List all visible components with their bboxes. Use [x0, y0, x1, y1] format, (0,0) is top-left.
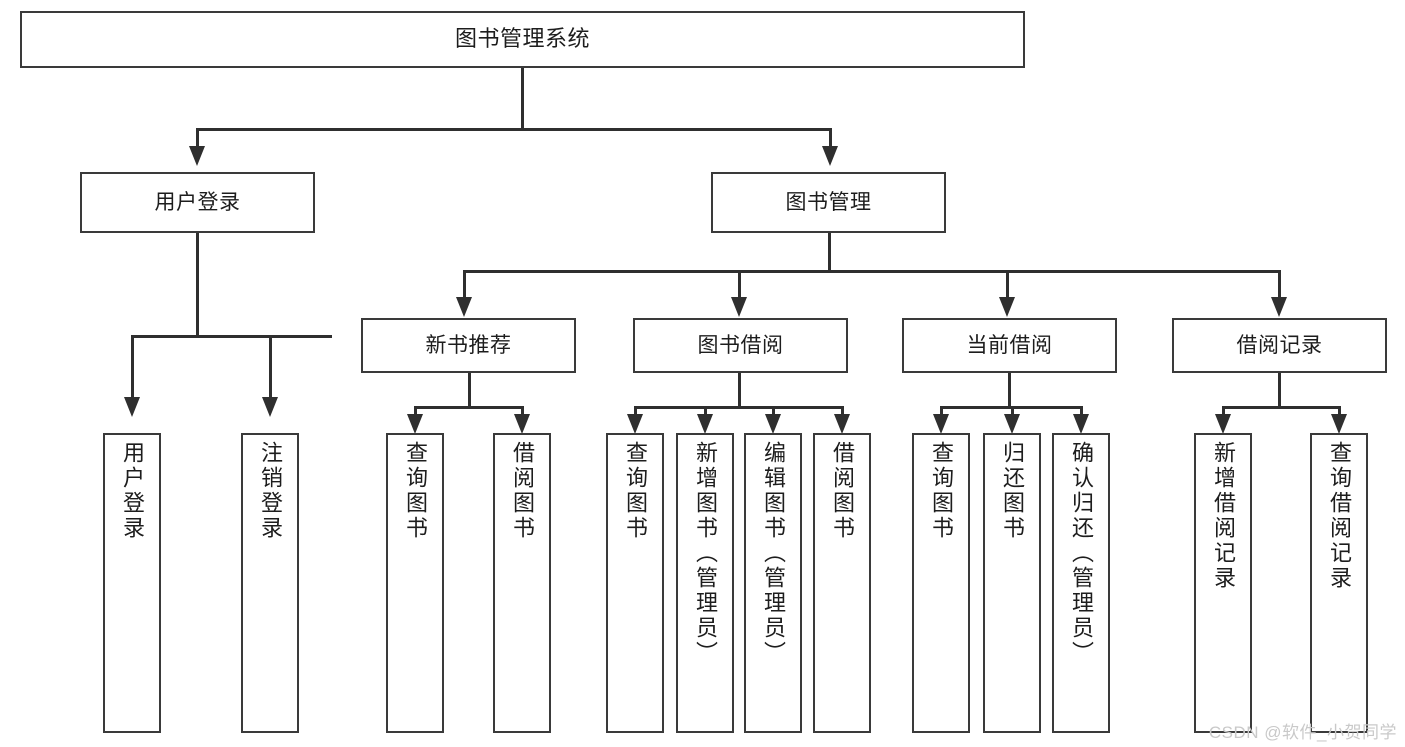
arrow-current-borrow-leaf-3 — [1073, 414, 1089, 434]
connector-current-borrow-bar — [940, 406, 1080, 409]
node-label: 查询图书 — [929, 441, 954, 541]
connector-book-manage-drop-4 — [1278, 270, 1281, 298]
node-user-login[interactable]: 用户登录 — [80, 172, 315, 233]
node-root-book-management-system[interactable]: 图书管理系统 — [20, 11, 1025, 68]
connector-book-manage-bar — [463, 270, 1281, 273]
node-label: 新增借阅记录 — [1211, 441, 1236, 591]
node-label: 注销登录 — [258, 441, 283, 541]
connector-book-borrow-drop-3 — [772, 406, 775, 416]
node-label: 查询借阅记录 — [1327, 441, 1352, 591]
node-label: 图书借阅 — [697, 333, 784, 357]
leaf-confirm-return-admin[interactable]: 确认归还（管理员） — [1052, 433, 1110, 733]
connector-book-manage-stem — [828, 233, 831, 273]
watermark: CSDN @软件_小贺同学 — [1208, 723, 1397, 742]
arrow-book-manage-current-borrow — [999, 297, 1015, 317]
connector-new-book-rec-drop-1 — [414, 406, 417, 416]
leaf-user-login[interactable]: 用户登录 — [103, 433, 161, 733]
connector-user-login-stem — [196, 233, 199, 337]
arrow-user-login-leaf-2 — [262, 397, 278, 417]
node-label: 查询图书 — [623, 441, 648, 541]
arrow-book-borrow-leaf-1 — [627, 414, 643, 434]
connector-user-login-bar — [131, 335, 332, 338]
connector-current-borrow-drop-1 — [940, 406, 943, 416]
connector-user-login-drop-1 — [131, 335, 134, 397]
node-label: 借阅图书 — [510, 441, 535, 541]
connector-book-manage-drop-2 — [738, 270, 741, 298]
connector-book-manage-drop-1 — [463, 270, 466, 298]
arrow-book-borrow-leaf-3 — [765, 414, 781, 434]
leaf-query-book-2[interactable]: 查询图书 — [606, 433, 664, 733]
connector-borrow-record-drop-2 — [1338, 406, 1341, 416]
node-label: 图书管理 — [785, 190, 872, 214]
node-label: 图书管理系统 — [454, 26, 590, 52]
node-label: 编辑图书（管理员） — [761, 441, 786, 666]
node-label: 借阅图书 — [830, 441, 855, 541]
arrow-borrow-record-leaf-2 — [1331, 414, 1347, 434]
arrow-new-book-rec-leaf-2 — [514, 414, 530, 434]
leaf-edit-book-admin[interactable]: 编辑图书（管理员） — [744, 433, 802, 733]
connector-new-book-rec-drop-2 — [521, 406, 524, 416]
connector-root-stem — [521, 68, 524, 130]
connector-root-to-book-manage-drop — [829, 128, 832, 146]
node-book-management[interactable]: 图书管理 — [711, 172, 946, 233]
connector-current-borrow-drop-2 — [1011, 406, 1014, 416]
connector-borrow-record-bar — [1222, 406, 1341, 409]
node-label: 当前借阅 — [966, 333, 1053, 357]
arrow-book-manage-borrow-record — [1271, 297, 1287, 317]
node-book-borrowing[interactable]: 图书借阅 — [633, 318, 848, 373]
arrow-borrow-record-leaf-1 — [1215, 414, 1231, 434]
connector-root-to-user-login-drop — [196, 128, 199, 146]
connector-new-book-rec-stem — [468, 373, 471, 408]
node-label: 新增图书（管理员） — [693, 441, 718, 666]
connector-book-borrow-stem — [738, 373, 741, 408]
connector-book-borrow-drop-4 — [841, 406, 844, 416]
arrow-user-login-leaf-1 — [124, 397, 140, 417]
arrow-current-borrow-leaf-1 — [933, 414, 949, 434]
connector-new-book-rec-bar — [414, 406, 524, 409]
leaf-logout[interactable]: 注销登录 — [241, 433, 299, 733]
leaf-query-borrow-record[interactable]: 查询借阅记录 — [1310, 433, 1368, 733]
node-label: 查询图书 — [403, 441, 428, 541]
node-borrowing-record[interactable]: 借阅记录 — [1172, 318, 1387, 373]
leaf-add-book-admin[interactable]: 新增图书（管理员） — [676, 433, 734, 733]
node-current-borrowing[interactable]: 当前借阅 — [902, 318, 1117, 373]
connector-current-borrow-stem — [1008, 373, 1011, 408]
leaf-borrow-book-1[interactable]: 借阅图书 — [493, 433, 551, 733]
arrow-root-to-book-manage — [822, 146, 838, 166]
node-label: 用户登录 — [120, 441, 145, 541]
node-label: 归还图书 — [1000, 441, 1025, 541]
node-new-book-recommendation[interactable]: 新书推荐 — [361, 318, 576, 373]
node-label: 借阅记录 — [1236, 333, 1323, 357]
leaf-add-borrow-record[interactable]: 新增借阅记录 — [1194, 433, 1252, 733]
arrow-book-manage-book-borrow — [731, 297, 747, 317]
connector-user-login-drop-2 — [269, 335, 272, 397]
node-label: 确认归还（管理员） — [1069, 441, 1094, 666]
connector-book-manage-drop-3 — [1006, 270, 1009, 298]
node-label: 用户登录 — [154, 190, 241, 214]
connector-book-borrow-bar — [634, 406, 844, 409]
arrow-current-borrow-leaf-2 — [1004, 414, 1020, 434]
connector-borrow-record-stem — [1278, 373, 1281, 408]
arrow-book-borrow-leaf-4 — [834, 414, 850, 434]
connector-root-bar — [196, 128, 832, 131]
connector-current-borrow-drop-3 — [1080, 406, 1083, 416]
arrow-book-borrow-leaf-2 — [697, 414, 713, 434]
leaf-return-book[interactable]: 归还图书 — [983, 433, 1041, 733]
leaf-query-book-1[interactable]: 查询图书 — [386, 433, 444, 733]
arrow-new-book-rec-leaf-1 — [407, 414, 423, 434]
node-label: 新书推荐 — [425, 333, 512, 357]
leaf-query-book-3[interactable]: 查询图书 — [912, 433, 970, 733]
arrow-root-to-user-login — [189, 146, 205, 166]
arrow-book-manage-new-book-rec — [456, 297, 472, 317]
leaf-borrow-book-2[interactable]: 借阅图书 — [813, 433, 871, 733]
connector-book-borrow-drop-2 — [704, 406, 707, 416]
connector-book-borrow-drop-1 — [634, 406, 637, 416]
connector-borrow-record-drop-1 — [1222, 406, 1225, 416]
